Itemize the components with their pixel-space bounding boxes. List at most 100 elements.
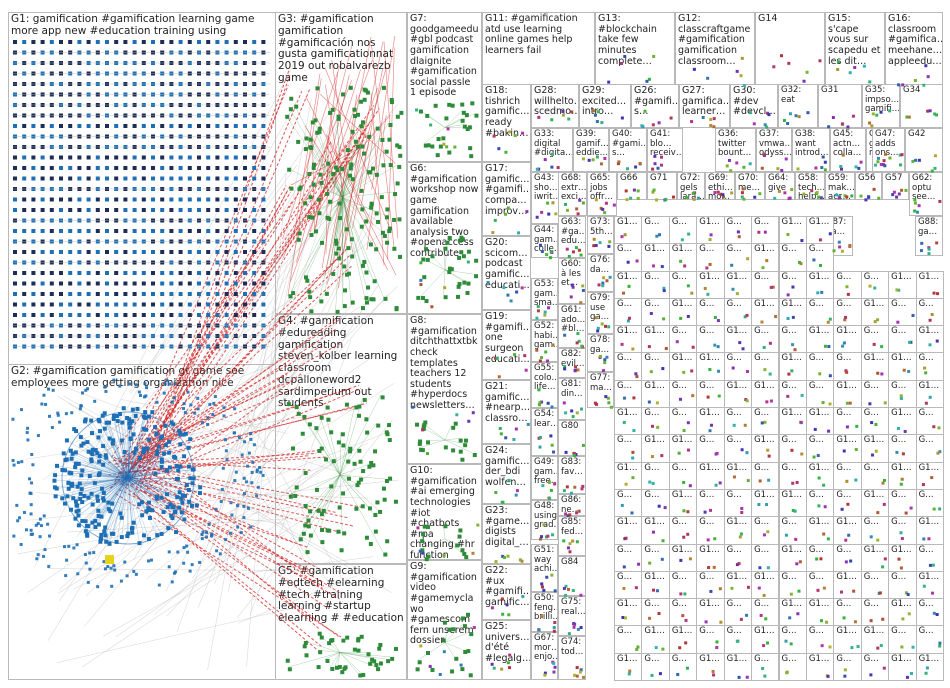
small-group-label: G… <box>863 653 879 664</box>
small-group-label: G… <box>808 435 824 446</box>
small-group-label: G… <box>754 353 770 364</box>
small-group-label: G… <box>671 653 687 664</box>
small-group-label: G… <box>617 544 633 555</box>
small-group-label: G1… <box>726 517 748 528</box>
small-group-cell: G… <box>833 407 862 436</box>
group-cell-g27: G27: gamifica… learner… <box>679 84 730 128</box>
small-group-label: G1… <box>754 626 775 637</box>
group-label: G47: adds ons… <box>875 129 899 159</box>
small-group-label: G… <box>863 517 879 528</box>
small-group-cell: G… <box>668 461 698 490</box>
group-cell-g8: G8: #gamification ditchthattxtbk check t… <box>407 314 482 464</box>
group-cell-g38: G38: want introd… <box>792 128 830 172</box>
small-group-label: G1… <box>808 408 830 419</box>
group-label: G66 <box>620 173 638 183</box>
small-group-cell: G1… <box>888 652 917 681</box>
small-group-label: G… <box>836 489 852 500</box>
small-group-label: G… <box>644 408 660 419</box>
small-group-label: G… <box>671 599 687 610</box>
group-cell-g44: G44: gam… colle… <box>531 224 558 258</box>
small-group-cell: G1… <box>723 270 753 299</box>
small-group-cell: G… <box>915 407 944 436</box>
small-group-cell: G… <box>723 243 753 272</box>
group-label: G33: digital #digita… <box>534 129 573 159</box>
group-cell-g15: G15: s'cape vous sur scapedu et les dit… <box>825 12 885 88</box>
small-group-label: G… <box>836 462 852 473</box>
group-cell-g59: G59: mak… acc… <box>825 172 855 200</box>
group-cell-g6: G6: #gamification workshop now game gami… <box>407 162 482 314</box>
small-group-label: G… <box>781 271 797 282</box>
small-group-cell: G1… <box>751 434 780 463</box>
group-cell-g19: G19: #gamifi… one surgeon educati… <box>482 310 531 380</box>
small-group-label: G… <box>836 544 852 555</box>
small-group-cell: G1… <box>668 488 698 518</box>
group-label: G55: colo… life… <box>534 363 558 393</box>
group-cell-g9: G9: #gamification video #gamemycla wo #g… <box>407 560 482 680</box>
group-label: G21: gamific… #nearp… classro… <box>485 381 531 424</box>
small-group-cell: G… <box>751 407 780 436</box>
small-group-label: G… <box>863 326 879 337</box>
small-group-cell: G1… <box>833 570 862 600</box>
small-group-cell: G1… <box>833 516 862 545</box>
small-group-cell: G… <box>641 488 670 518</box>
group-label: G54: lear… <box>534 409 558 429</box>
small-group-cell: G… <box>805 297 835 327</box>
small-group-cell: G… <box>833 352 862 381</box>
small-group-cell: G1… <box>696 461 725 490</box>
small-group-label: G… <box>726 217 742 227</box>
small-group-label: G… <box>863 408 879 419</box>
small-group-cell: G1… <box>614 461 643 490</box>
small-group-cell: G… <box>860 461 890 490</box>
small-group-cell: G… <box>833 270 862 299</box>
small-group-cell: G1… <box>641 625 670 654</box>
group-cell-g53: G53: gam… sma… <box>531 278 558 320</box>
group-cell-g50: G50: feng… brilli… <box>531 592 558 632</box>
small-group-label: G… <box>617 489 633 500</box>
small-group-cell: G1… <box>805 325 835 354</box>
group-cell-g30: G30: #dev #devcl… <box>730 84 778 128</box>
small-group-label: G1… <box>891 408 912 419</box>
small-group-cell: G… <box>833 652 862 681</box>
small-group-label: G1… <box>808 599 830 610</box>
group-label: G35: impso… gamifi… <box>865 85 900 115</box>
small-group-label: G… <box>781 462 797 473</box>
group-cell-g3: G3: #gamification gamification #gamifica… <box>275 12 407 314</box>
group-label: G49: gam… free… <box>534 457 558 487</box>
small-group-label: G1… <box>644 517 665 528</box>
small-group-label: G1… <box>754 571 775 582</box>
small-group-cell: G… <box>641 598 670 627</box>
small-group-cell: G… <box>696 434 725 463</box>
group-cell-g13: G13: #blockchain take few minutes comple… <box>595 12 675 88</box>
small-group-label: G1… <box>918 326 940 337</box>
small-group-label: G… <box>754 653 770 664</box>
small-group-label: G… <box>781 626 797 637</box>
small-group-label: G… <box>644 353 660 364</box>
small-group-label: G1… <box>644 244 665 255</box>
small-group-label: G1… <box>726 653 748 664</box>
group-cell-g29: G29: excited… intro… <box>579 84 631 128</box>
group-label: G77: ma… <box>590 373 612 393</box>
small-group-label: G1… <box>754 380 775 391</box>
small-group-cell: G1… <box>888 407 917 436</box>
small-group-cell: G1… <box>805 516 835 545</box>
small-group-label: G1… <box>699 353 720 364</box>
group-cell-g73: G73: 5th… <box>587 216 614 254</box>
small-group-cell: G1… <box>723 570 753 600</box>
small-group-cell: G… <box>778 625 807 654</box>
small-group-cell: G… <box>723 625 753 654</box>
small-group-cell: G1… <box>860 352 890 381</box>
group-cell-g54: G54: lear… <box>531 408 558 456</box>
small-group-cell: G1… <box>696 652 725 681</box>
small-group-label: G1… <box>918 271 940 282</box>
small-group-cell: G… <box>915 625 944 654</box>
group-label: G8: #gamification ditchthattxtbk check t… <box>410 315 478 411</box>
small-group-label: G1… <box>754 244 775 255</box>
small-group-cell: G… <box>833 297 862 327</box>
small-group-cell: G… <box>888 434 917 463</box>
group-label: G62: optu see… <box>912 173 936 203</box>
small-group-cell: G1… <box>888 461 917 490</box>
group-label: G5: #gamification #edtech #elearning #te… <box>278 565 404 624</box>
group-label: G76: da… <box>590 255 611 275</box>
group-cell-g79: G79: use ga… <box>587 292 614 334</box>
group-label: G53: gam… sma… <box>534 279 558 309</box>
